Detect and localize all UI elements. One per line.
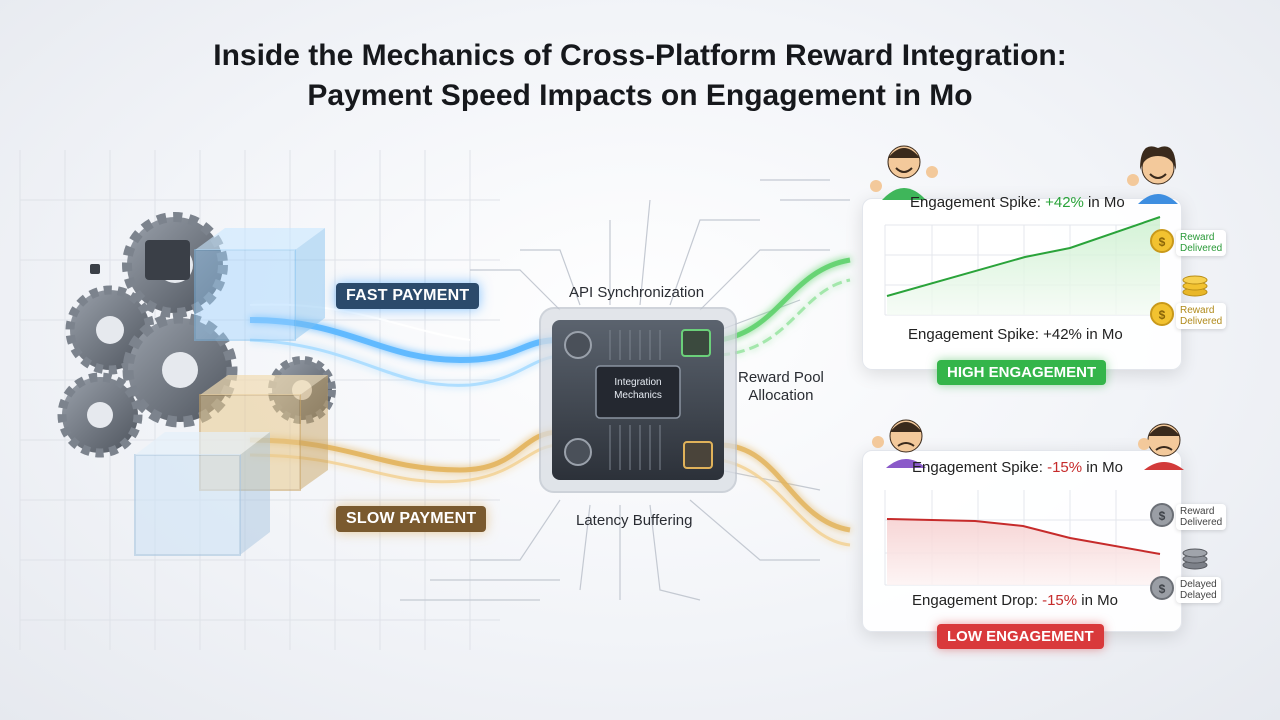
- chip-label-line-2: Mechanics: [614, 390, 662, 401]
- api-synchronization-label: API Synchronization: [569, 284, 705, 301]
- high-top-value: +42%: [1045, 194, 1084, 211]
- low-bottom-value: -15%: [1042, 592, 1078, 609]
- high-bottom-stat: Engagement Spike: +42% in Mo: [908, 326, 1123, 343]
- low-engagement-badge: LOW ENGAGEMENT: [937, 624, 1104, 649]
- reward-delivered-tag: Reward Delivered: [1176, 504, 1227, 530]
- delayed-tag: Delayed Delayed: [1176, 577, 1221, 603]
- high-bottom-prefix: Engagement Spike:: [908, 326, 1044, 343]
- high-bottom-suffix: in Mo: [1081, 326, 1123, 343]
- slow-payment-label: SLOW PAYMENT: [336, 506, 487, 532]
- high-engagement-badge: HIGH ENGAGEMENT: [937, 360, 1107, 385]
- fast-payment-label: FAST PAYMENT: [336, 283, 480, 309]
- chip-icon: [539, 307, 737, 493]
- tag-line-2: Delivered: [1180, 517, 1223, 528]
- page-title: Inside the Mechanics of Cross-Platform R…: [0, 36, 1280, 116]
- reward-pool-line-1: Reward Pool: [738, 369, 824, 386]
- low-top-stat: Engagement Spike: -15% in Mo: [912, 459, 1123, 476]
- fast-payment-stream: [249, 257, 851, 387]
- tag-line-1: Reward: [1180, 232, 1215, 243]
- tag-line-1: Delayed: [1180, 579, 1217, 590]
- tag-line-1: Reward: [1180, 305, 1215, 316]
- chip-label: Integration Mechanics: [598, 376, 678, 402]
- title-line-1: Inside the Mechanics of Cross-Platform R…: [213, 39, 1067, 72]
- tag-line-2: Delayed: [1180, 590, 1217, 601]
- high-bottom-value: +42%: [1043, 326, 1082, 343]
- low-top-value: -15%: [1047, 459, 1083, 476]
- high-top-prefix: Engagement Spike:: [910, 194, 1046, 211]
- cube-icon: [134, 228, 328, 556]
- title-line-2: Payment Speed Impacts on Engagement in M…: [307, 79, 973, 112]
- reward-pool-label: Reward Pool Allocation: [738, 369, 824, 405]
- low-bottom-prefix: Engagement Drop:: [912, 592, 1043, 609]
- reward-delivered-tag: Reward Delivered: [1176, 230, 1227, 256]
- chip-label-line-1: Integration: [614, 377, 662, 388]
- circuit-traces: [400, 179, 850, 601]
- high-engagement-panel: [862, 198, 1182, 370]
- tag-line-1: Reward: [1180, 506, 1215, 517]
- low-bottom-stat: Engagement Drop: -15% in Mo: [912, 592, 1118, 609]
- reward-pool-line-2: Allocation: [748, 387, 814, 404]
- low-bottom-suffix: in Mo: [1077, 592, 1118, 609]
- tag-line-2: Delivered: [1180, 243, 1223, 254]
- tag-line-2: Delivered: [1180, 316, 1223, 327]
- high-top-stat: Engagement Spike: +42% in Mo: [910, 194, 1125, 211]
- low-top-suffix: in Mo: [1082, 459, 1123, 476]
- low-top-prefix: Engagement Spike:: [912, 459, 1048, 476]
- high-top-suffix: in Mo: [1083, 194, 1125, 211]
- reward-delivered-tag: Reward Delivered: [1176, 303, 1227, 329]
- latency-buffering-label: Latency Buffering: [576, 512, 693, 529]
